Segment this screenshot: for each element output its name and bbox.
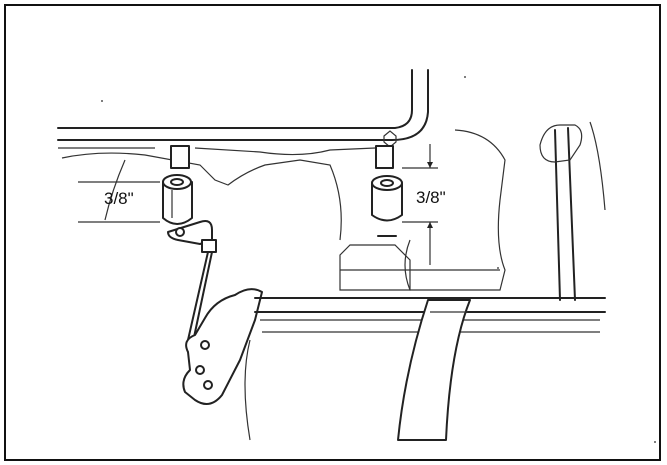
right-stud — [375, 145, 394, 169]
right-dimension — [402, 144, 438, 265]
left-bracket — [61, 152, 342, 241]
strap — [397, 299, 471, 441]
linkage-arm — [167, 220, 217, 343]
diagram-frame — [4, 4, 661, 461]
left-spacer — [162, 174, 193, 225]
left-dimension-label: 3/8" — [104, 189, 134, 208]
hex-bolt — [383, 130, 397, 148]
upper-mounting-plate — [57, 69, 429, 156]
scan-marks — [101, 76, 656, 443]
right-mount — [339, 121, 606, 301]
right-dimension-label: 3/8" — [416, 188, 446, 207]
lever-bracket — [182, 288, 263, 405]
right-spacer — [371, 175, 403, 237]
left-stud — [170, 145, 190, 169]
